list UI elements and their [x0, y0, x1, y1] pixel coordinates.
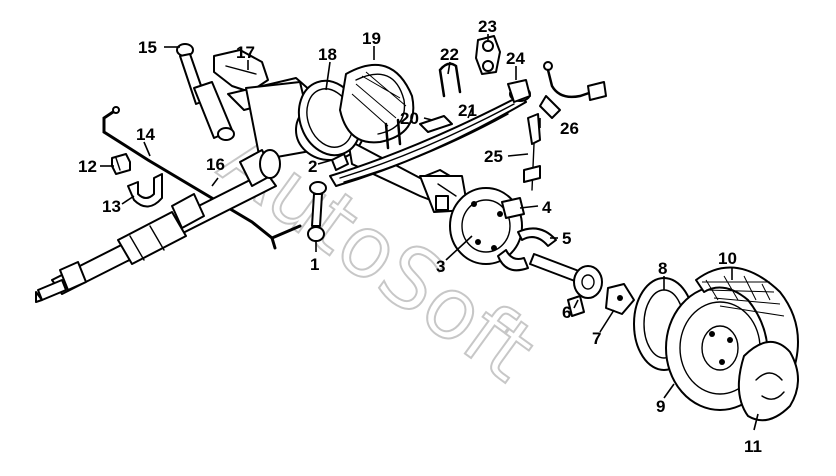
wheel-cylinder: [501, 197, 525, 219]
brake-shoes: [497, 227, 557, 272]
callout-1: 1: [310, 255, 319, 274]
abs-sensor: [523, 113, 541, 191]
callout-26: 26: [560, 119, 579, 138]
callout-25: 25: [484, 147, 503, 166]
differential-cover: [339, 64, 415, 144]
callout-18: 18: [318, 45, 337, 64]
anti-roll-bar-clamp: [127, 173, 163, 208]
callout-19: 19: [362, 29, 381, 48]
anti-roll-bar-bush: [111, 153, 131, 175]
callout-16: 16: [206, 155, 225, 174]
spring-hanger: [507, 79, 531, 103]
u-bolt: [384, 62, 462, 150]
callout-4: 4: [542, 198, 552, 217]
callout-13: 13: [102, 197, 121, 216]
callout-7: 7: [592, 329, 601, 348]
callout-labels: 1 2 3 4 5 6 7 8 9 10 11 12 13 14 15 16 1…: [78, 17, 762, 456]
shock-absorber: [176, 43, 235, 141]
callout-10: 10: [718, 249, 737, 268]
wheel-trim: [737, 341, 799, 422]
leader-lines: [100, 34, 759, 431]
callout-3: 3: [436, 257, 445, 276]
callout-5: 5: [562, 229, 571, 248]
callout-15: 15: [138, 38, 157, 57]
callout-24: 24: [506, 49, 525, 68]
callout-23: 23: [478, 17, 497, 36]
callout-9: 9: [656, 397, 665, 416]
wheel-bearing: [567, 283, 635, 317]
spring-pad: [419, 115, 453, 133]
anti-roll-bar: [102, 106, 302, 250]
callout-20: 20: [400, 109, 419, 128]
callout-22: 22: [440, 45, 459, 64]
callout-14: 14: [136, 125, 155, 144]
callout-11: 11: [744, 437, 762, 456]
half-shaft: [529, 253, 603, 299]
callout-6: 6: [562, 303, 571, 322]
callout-17: 17: [236, 43, 255, 62]
brake-hose: [539, 61, 607, 119]
spring-shackle: [475, 35, 501, 75]
propeller-shaft: [35, 149, 281, 303]
mounting-bolt: [331, 153, 349, 171]
callout-12: 12: [78, 157, 97, 176]
callout-8: 8: [658, 259, 667, 278]
anti-roll-bar-link: [307, 181, 327, 242]
callout-21: 21: [458, 101, 477, 120]
callout-2: 2: [308, 157, 317, 176]
